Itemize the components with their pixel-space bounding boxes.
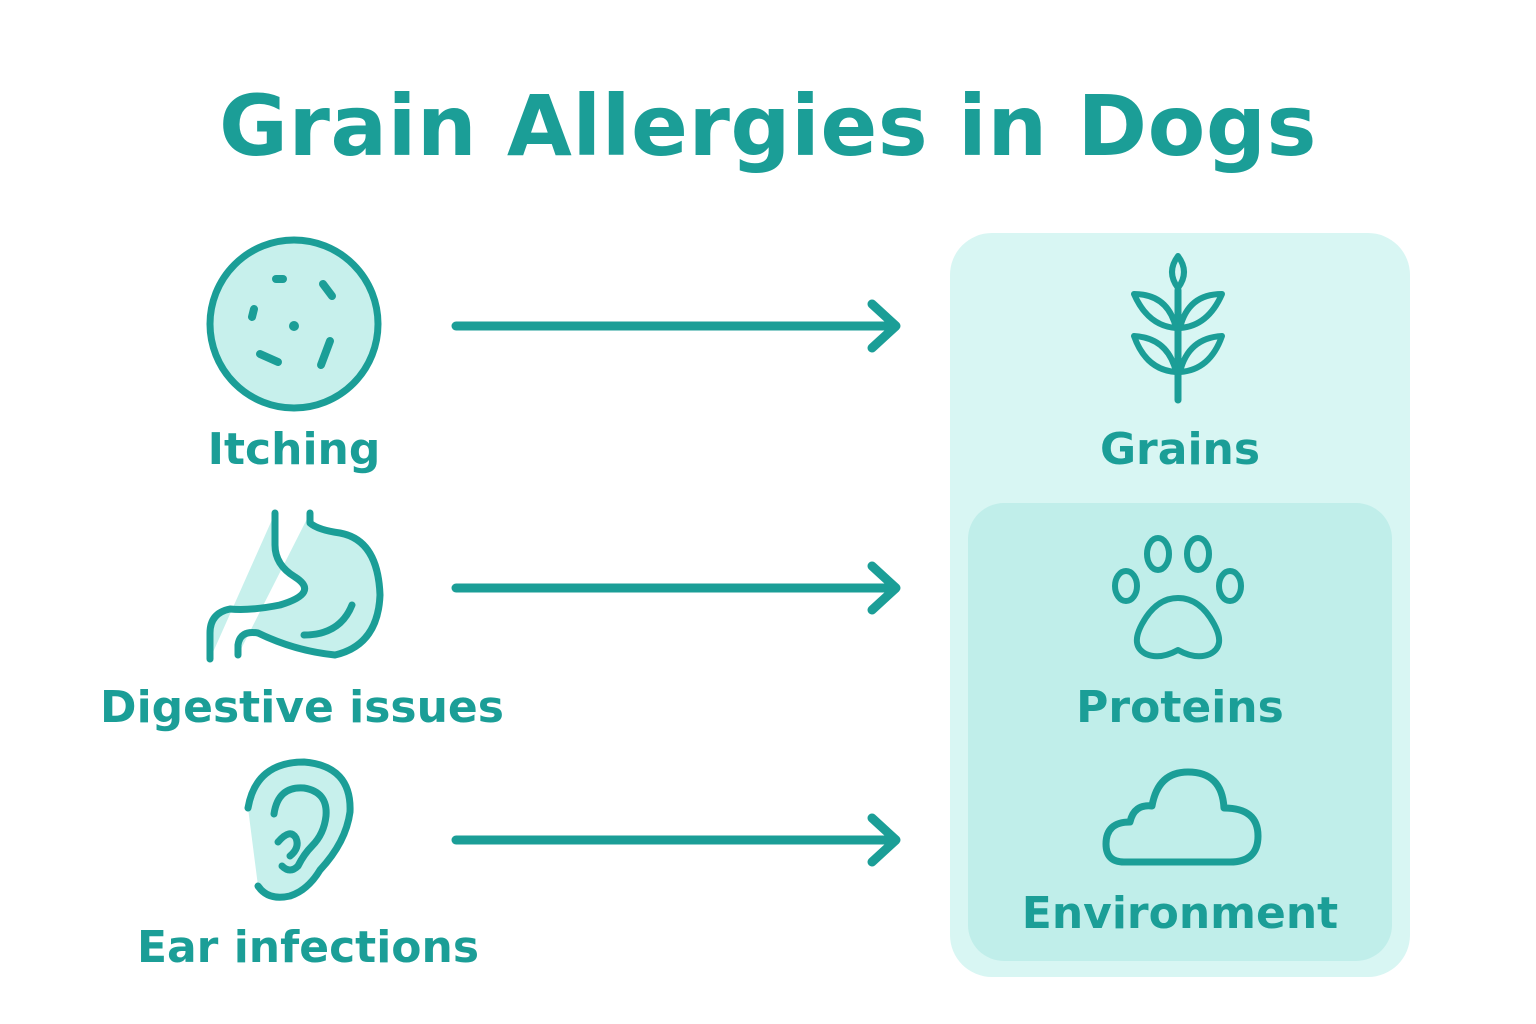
skin-circle-icon	[204, 234, 384, 414]
cloud-icon	[1100, 766, 1264, 868]
paw-icon	[1104, 532, 1252, 664]
cause-label-proteins: Proteins	[1076, 682, 1284, 733]
causes-inner-panel	[968, 503, 1392, 961]
symptom-label-digestive: Digestive issues	[100, 682, 504, 733]
cause-label-grains: Grains	[1099, 424, 1261, 475]
cause-label-environment: Environment	[1021, 888, 1339, 939]
arrow-icon	[448, 558, 908, 618]
stomach-icon	[200, 505, 390, 670]
ear-icon	[238, 756, 362, 906]
symptom-label-ear: Ear infections	[136, 922, 480, 973]
arrow-icon	[448, 296, 908, 356]
wheat-icon	[1128, 250, 1228, 410]
page-title: Grain Allergies in Dogs	[219, 77, 1317, 175]
symptom-label-itching: Itching	[207, 424, 381, 475]
arrow-icon	[448, 810, 908, 870]
